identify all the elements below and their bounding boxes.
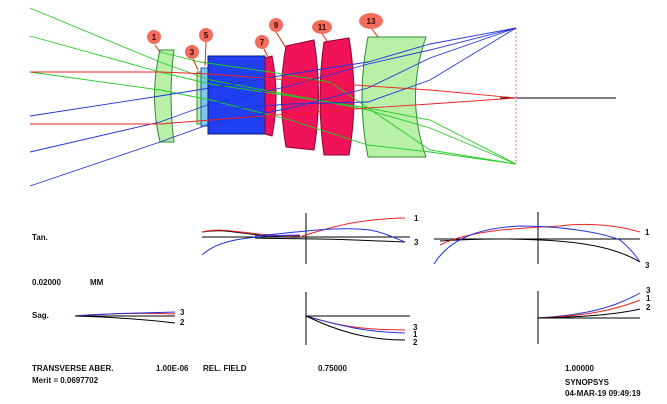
- brand-label: SYNOPSYS: [565, 378, 610, 387]
- lens-tag: 13: [359, 13, 383, 38]
- tan-plot-field-1.0: 1 3: [433, 212, 650, 270]
- lens-tag: 1: [147, 30, 161, 53]
- field-value-full: 1.00000: [565, 364, 594, 373]
- tan-series-label: 1: [414, 214, 419, 223]
- ray-blue: [209, 27, 517, 111]
- lens-element-11: [319, 37, 355, 156]
- ray-trace: [29, 7, 517, 187]
- field-value-mid: 0.75000: [318, 364, 347, 373]
- wavelength-value: 1.00E-06: [156, 364, 189, 373]
- transverse-aberration-label: TRANSVERSE ABER.: [32, 364, 114, 373]
- lens-tag-label: 5: [204, 31, 209, 40]
- sag-plot-field-1.0: 3 1 2: [537, 286, 651, 344]
- scale-unit: MM: [90, 278, 104, 287]
- ray-red: [30, 97, 517, 125]
- tan-series-label: 3: [414, 238, 419, 247]
- ray-green: [29, 7, 517, 165]
- lens-element-7: [264, 55, 277, 137]
- rel-field-label: REL. FIELD: [203, 364, 247, 373]
- lens-tag-label: 9: [274, 21, 279, 30]
- sag-series-label: 1: [646, 294, 651, 303]
- tan-plot-field-0: [201, 229, 302, 256]
- sag-plot-field-0: 3 2: [74, 308, 185, 327]
- lens-tags: 1 3 5 7 9 11 13: [147, 13, 383, 71]
- lens-tag: 5: [199, 28, 213, 67]
- ray-blue: [29, 27, 517, 153]
- lens-tag-label: 1: [152, 33, 157, 42]
- sag-series-label: 1: [413, 330, 418, 339]
- lens-element-9: [281, 39, 319, 151]
- lens-tag-label: 7: [260, 38, 265, 47]
- ray-blue: [29, 27, 517, 187]
- tan-plot-field-0.75: 1 3: [254, 213, 419, 264]
- lens-tag: 11: [312, 20, 332, 43]
- merit-value: Merit = 0.0697702: [32, 376, 99, 385]
- tan-label: Tan.: [32, 233, 48, 242]
- lens-tag-label: 13: [367, 17, 376, 26]
- ray-green: [29, 71, 517, 165]
- lens-element-13: [361, 36, 427, 158]
- lens-tag: 7: [255, 35, 269, 58]
- lens-tag-label: 11: [318, 23, 327, 32]
- sag-series-label: 2: [646, 303, 651, 312]
- tan-series-label: 1: [645, 228, 650, 237]
- lens-element-6: [207, 55, 266, 135]
- ray-blue: [29, 27, 517, 117]
- lens-tag: 3: [185, 45, 199, 71]
- sag-series-label: 2: [180, 318, 185, 327]
- timestamp: 04-MAR-19 09:49:19: [565, 389, 641, 398]
- lens-tag: 9: [269, 18, 287, 49]
- ray-red: [30, 71, 517, 99]
- tan-series-label: 3: [645, 261, 650, 270]
- scale-value: 0.02000: [32, 278, 61, 287]
- lens-tag-label: 3: [190, 48, 195, 57]
- sag-label: Sag.: [32, 311, 49, 320]
- sag-plot-field-0.75: 3 1 2: [305, 292, 418, 347]
- sag-series-label: 3: [180, 308, 185, 317]
- sag-series-label: 3: [413, 323, 418, 332]
- sag-series-label: 3: [646, 286, 651, 295]
- ray-green: [159, 51, 517, 165]
- sag-series-label: 2: [413, 338, 418, 347]
